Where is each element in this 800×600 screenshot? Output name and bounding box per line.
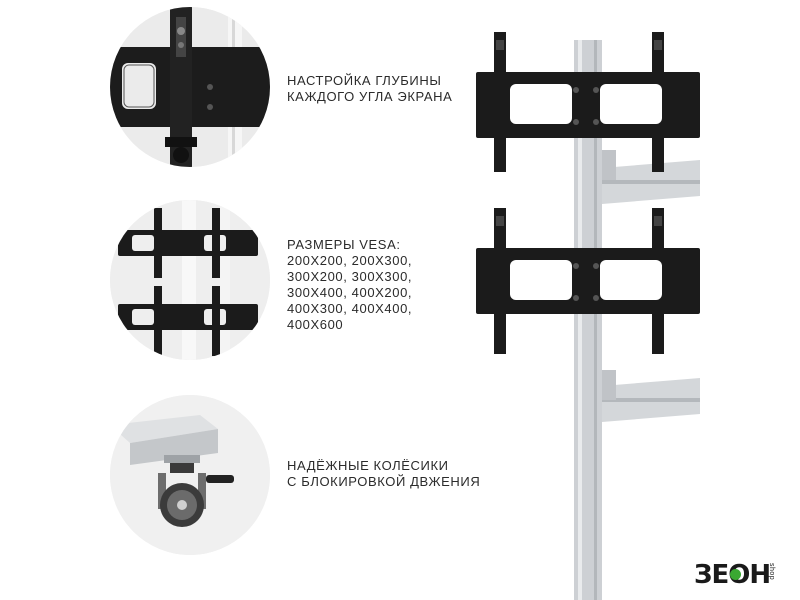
feature-line: 300X200, 300X300,	[287, 269, 413, 284]
logo-accent-dot	[730, 569, 741, 580]
zeon-logo: ЗЕОН shop	[694, 560, 784, 592]
feature-depth-adjustment: НАСТРОЙКА ГЛУБИНЫ КАЖДОГО УГЛА ЭКРАНА	[287, 73, 452, 105]
feature-line: РАЗМЕРЫ VESA:	[287, 237, 401, 252]
feature-locking-wheels: НАДЁЖНЫЕ КОЛЁСИКИ С БЛОКИРОВКОЙ ДВЖЕНИЯ	[287, 458, 480, 490]
tv-stand-photo	[476, 32, 700, 600]
logo-subtext: shop	[768, 563, 775, 581]
feature-line: С БЛОКИРОВКОЙ ДВЖЕНИЯ	[287, 474, 481, 489]
vesa-bracket-bottom	[476, 208, 700, 354]
feature-line: 400X300, 400X400,	[287, 301, 413, 316]
feature-vesa-sizes: РАЗМЕРЫ VESA: 200X200, 200X300, 300X200,…	[287, 237, 412, 333]
feature-line: КАЖДОГО УГЛА ЭКРАНА	[287, 89, 453, 104]
vesa-bracket-top	[476, 32, 700, 172]
depth-adjustment-photo	[110, 7, 270, 167]
feature-line: НАДЁЖНЫЕ КОЛЁСИКИ	[287, 458, 449, 473]
feature-line: 200X200, 200X300,	[287, 253, 413, 268]
feature-line: НАСТРОЙКА ГЛУБИНЫ	[287, 73, 442, 88]
feature-line: 300X400, 400X200,	[287, 285, 413, 300]
caster-wheel-photo	[110, 395, 270, 555]
vesa-brackets-photo	[110, 200, 270, 360]
feature-line: 400X600	[287, 317, 344, 332]
